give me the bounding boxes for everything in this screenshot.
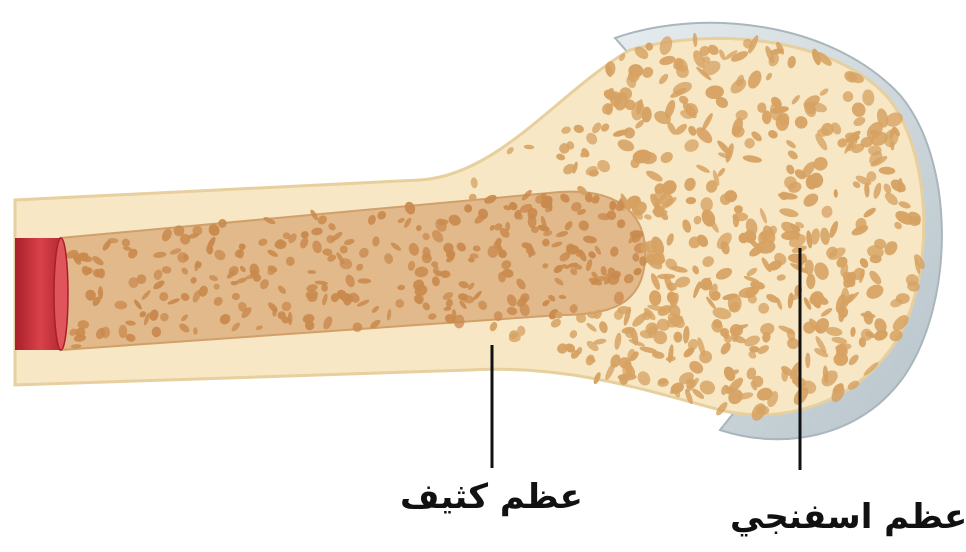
pore [78,320,89,329]
pore [250,270,258,278]
pore [805,353,810,368]
red-marrow-cut-face [54,238,68,350]
pore [440,270,450,278]
pore [749,346,759,353]
spongy-bone-label: عظم اسفنجي [730,500,966,534]
pore [866,171,876,181]
pore [593,195,600,202]
pore [841,288,850,308]
pore [555,312,562,319]
pore [119,325,128,338]
pore [757,102,766,112]
compact-bone-label: عظم كثيف [400,480,583,514]
